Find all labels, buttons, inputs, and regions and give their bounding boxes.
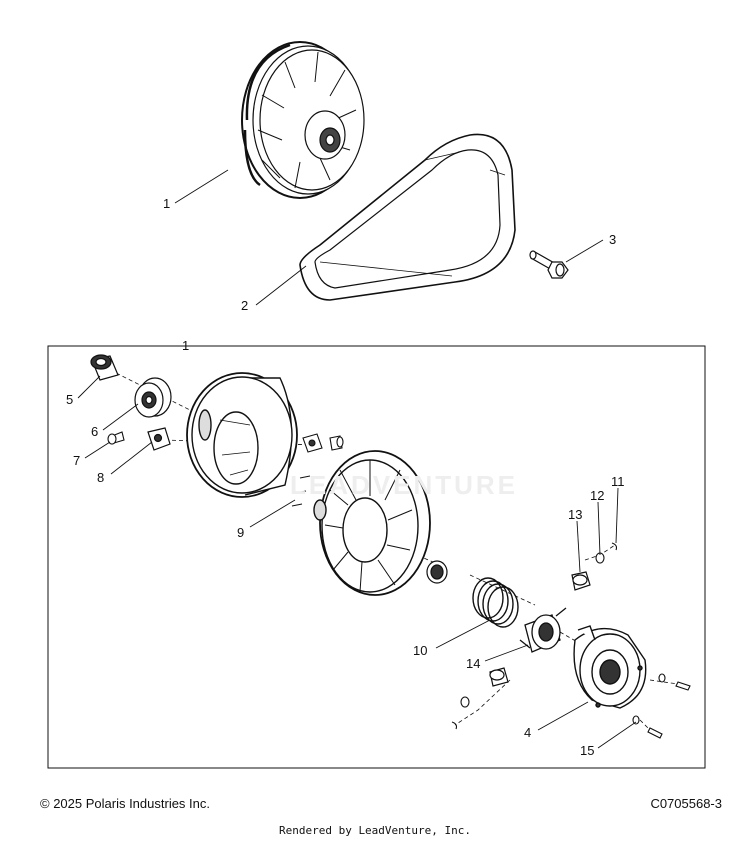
callout-12: 12	[590, 488, 604, 503]
callout-15: 15	[580, 743, 594, 758]
ramp-and-screw	[302, 433, 344, 453]
bearing-part-6	[134, 377, 172, 418]
pins-part-9	[291, 475, 311, 507]
roller-part-13	[489, 571, 591, 687]
hub-part-14	[519, 607, 567, 653]
rendered-by-text: Rendered by LeadVenture, Inc.	[278, 824, 472, 837]
exploded-view-frame	[47, 345, 706, 769]
callout-7: 7	[73, 453, 80, 468]
callout-2: 2	[241, 298, 248, 313]
callout-labels: 1 2 3 1 5 6 7 8 9 10 11 12 13 14 4 15	[66, 196, 625, 758]
callout-11: 11	[611, 474, 625, 489]
driven-clutch-assembly	[241, 41, 365, 199]
spring-seat	[426, 560, 448, 584]
callout-6: 6	[91, 424, 98, 439]
callout-3: 3	[609, 232, 616, 247]
callout-14: 14	[466, 656, 480, 671]
bushing-part-5	[90, 354, 119, 381]
copyright-text: © 2025 Polaris Industries Inc.	[40, 796, 210, 811]
callout-13: 13	[568, 507, 582, 522]
callout-10: 10	[413, 643, 427, 658]
moveable-sheave	[186, 372, 298, 498]
bolt-part-3	[529, 250, 569, 279]
roller-part-8	[147, 427, 171, 451]
callout-8: 8	[97, 470, 104, 485]
washer-part-12	[460, 552, 605, 708]
callout-5: 5	[66, 392, 73, 407]
callout-1-top: 1	[163, 196, 170, 211]
callout-4: 4	[524, 725, 531, 740]
stationary-sheave	[313, 450, 431, 596]
leader-lines	[77, 169, 637, 749]
screws-part-15	[632, 673, 691, 739]
spring-part-10	[472, 577, 519, 628]
callout-1-box: 1	[182, 338, 189, 353]
clip-part-11	[451, 542, 618, 730]
callout-9: 9	[237, 525, 244, 540]
cover-part-4	[573, 625, 647, 709]
leadventure-watermark: LEADVENTURE	[290, 470, 519, 500]
pin-part-7	[107, 431, 125, 445]
drive-belt	[299, 133, 516, 301]
drawing-number: C0705568-3	[650, 796, 722, 811]
